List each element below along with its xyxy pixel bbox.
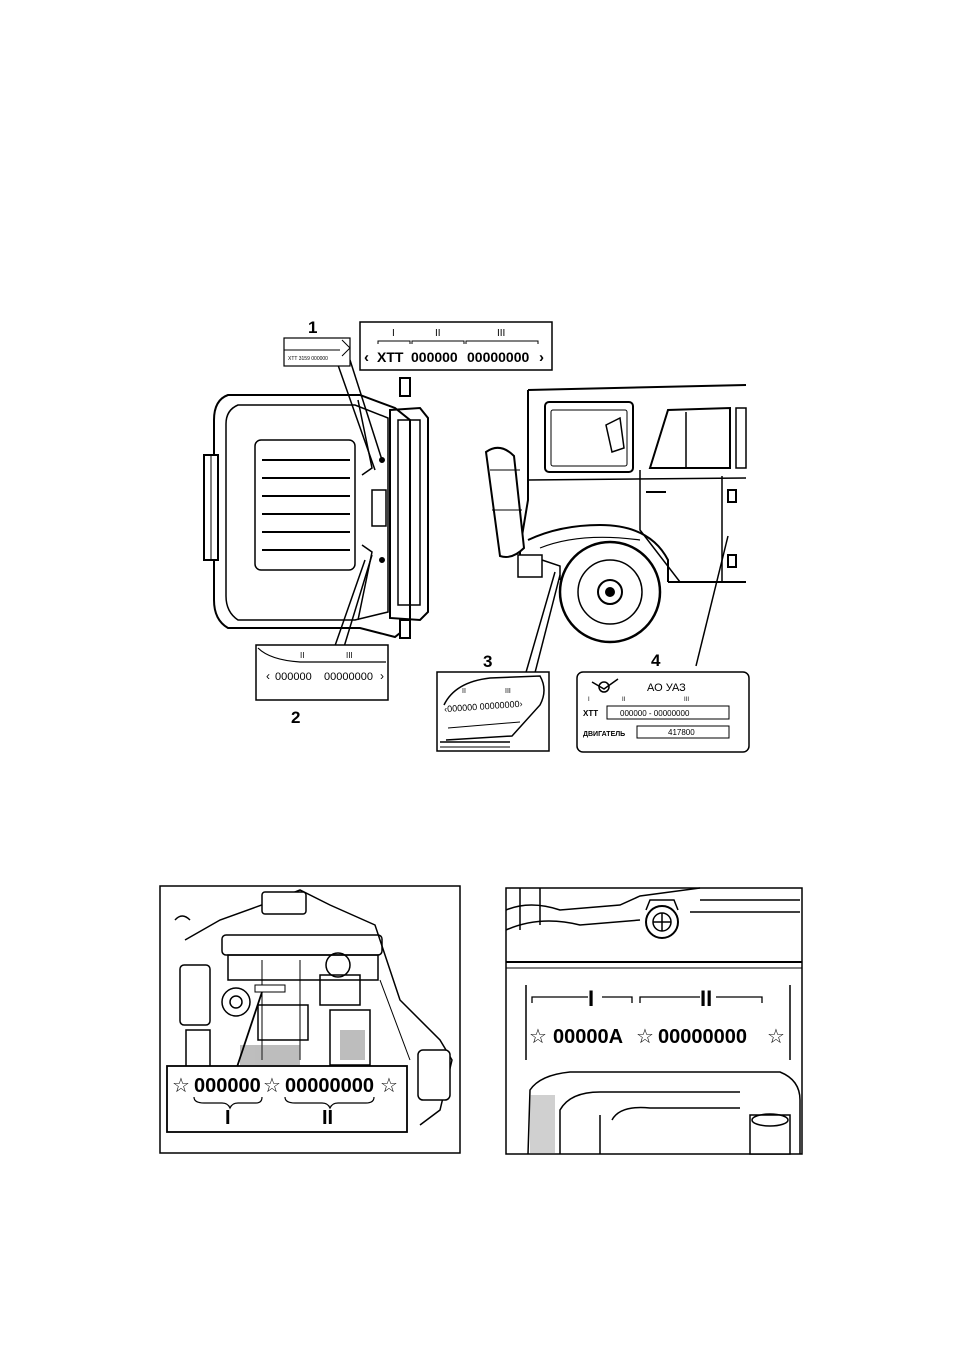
data-plate-4: АО УАЗ I II III XTT 000000 - 00000000 ДВ…	[577, 672, 749, 752]
engine-left-group-2: II	[322, 1107, 333, 1129]
vin-vds: 000000	[411, 349, 458, 365]
plate-group-label-3: III	[684, 697, 689, 703]
frame-stamp-2: II III ‹ 000000 00000000 ›	[256, 645, 388, 700]
engine-panel-left: ☆ 000000 ☆ 00000000 ☆ I II	[160, 886, 460, 1153]
plate-engine-value: 417800	[668, 728, 695, 737]
vin-plate-top: I II III ‹ XTT 000000 00000000 ›	[360, 322, 552, 370]
plate-wmi: XTT	[583, 709, 598, 718]
engine-left-star-3: ☆	[380, 1075, 398, 1097]
vehicle-top-view	[204, 360, 428, 660]
plate-vin-value: 000000 - 00000000	[620, 709, 690, 718]
small-tag-top: XTT 3159 000000	[284, 338, 350, 366]
engine-left-part2: 00000000	[285, 1075, 374, 1097]
engine-right-star-2: ☆	[636, 1026, 654, 1048]
stamp3-group-label-2: II	[462, 688, 466, 695]
engine-left-star-1: ☆	[172, 1075, 190, 1097]
engine-right-group-2: II	[700, 986, 712, 1011]
engine-left-part1: 000000	[194, 1075, 261, 1097]
engine-right-group-1: I	[588, 986, 594, 1011]
plate-brand: АО УАЗ	[647, 682, 686, 694]
vin-vis: 00000000	[467, 349, 530, 365]
engine-right-star-3: ☆	[767, 1026, 785, 1048]
stamp2-vds: 000000	[275, 671, 312, 683]
stamp2-group-label-3: III	[346, 651, 353, 660]
plate-group-label-2: II	[622, 697, 626, 703]
vin-open-bracket: ‹	[364, 349, 369, 366]
frame-stamp-3: II III ‹000000 00000000›	[437, 672, 549, 751]
engine-left-group-1: I	[225, 1107, 231, 1129]
plate-engine-label: ДВИГАТЕЛЬ	[583, 731, 625, 738]
engine-panel-right: I II ☆ 00000А ☆ 00000000 ☆	[506, 888, 802, 1154]
small-tag-text: XTT 3159 000000	[288, 356, 328, 362]
vin-group-label-1: I	[392, 328, 395, 339]
stamp2-vis: 00000000	[324, 671, 373, 683]
callout-3: 3	[483, 652, 492, 671]
engine-right-part2: 00000000	[658, 1026, 747, 1048]
vin-group-label-2: II	[435, 328, 441, 339]
vin-close-bracket: ›	[539, 349, 544, 366]
stamp2-close-bracket: ›	[380, 669, 384, 683]
callout-4: 4	[651, 651, 661, 670]
stamp3-group-label-3: III	[505, 688, 511, 695]
vehicle-side-view	[486, 385, 746, 700]
engine-right-star-1: ☆	[529, 1026, 547, 1048]
engine-right-part1: 00000А	[553, 1026, 623, 1048]
stamp2-open-bracket: ‹	[266, 669, 270, 683]
engine-left-star-2: ☆	[263, 1075, 281, 1097]
callout-2: 2	[291, 708, 300, 727]
callout-1: 1	[308, 318, 317, 337]
vin-group-label-3: III	[497, 328, 505, 339]
vin-wmi: XTT	[377, 349, 404, 365]
stamp2-group-label-2: II	[300, 651, 304, 660]
